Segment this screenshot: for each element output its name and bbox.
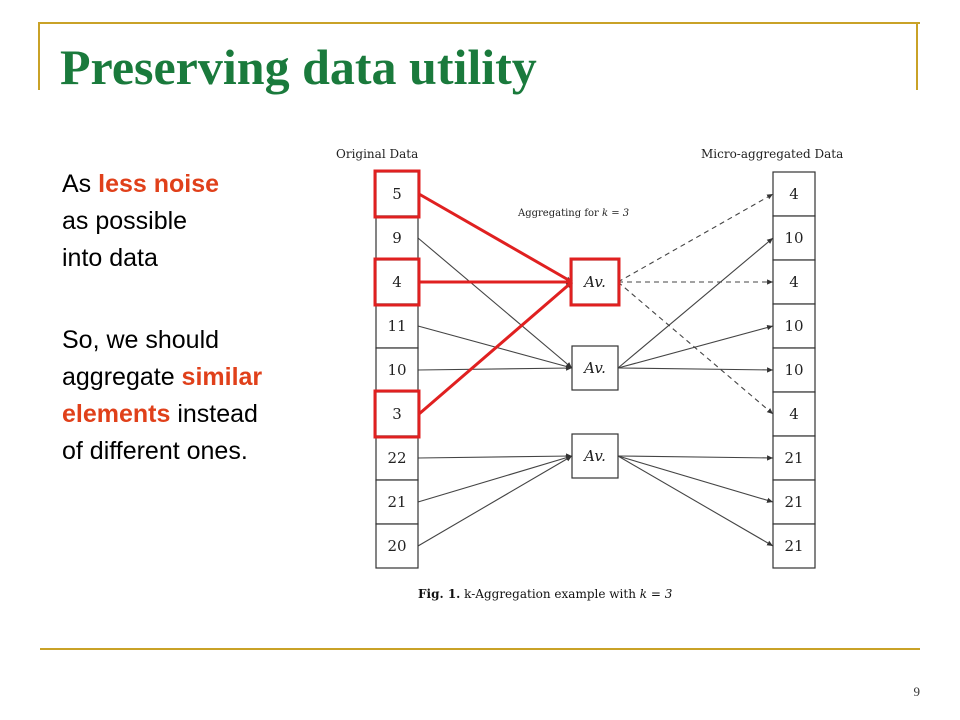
- frame-right-line: [916, 22, 918, 90]
- input-arrow: [417, 237, 573, 369]
- p2-line4: of different ones.: [62, 437, 248, 465]
- original-cell: [375, 259, 419, 305]
- output-arrow: [617, 325, 774, 369]
- original-value: 3: [392, 405, 402, 423]
- aggregated-value: 10: [784, 317, 803, 335]
- original-cell: [375, 303, 419, 349]
- aggregator-box: [571, 345, 619, 391]
- highlight-elements: elements: [62, 400, 171, 428]
- aggregated-cell: [772, 259, 816, 305]
- figure-caption-math: k = 3: [640, 587, 673, 601]
- aggregator-label: Av.: [582, 273, 606, 291]
- original-value: 21: [387, 493, 406, 511]
- frame-top-line: [40, 22, 920, 24]
- aggregated-cell: [772, 347, 816, 393]
- p2-prefix: aggregate: [62, 363, 182, 391]
- aggregated-value: 4: [789, 405, 799, 423]
- slide-title: Preserving data utility: [60, 39, 537, 95]
- p2-line1: So, we should: [62, 326, 220, 354]
- figure-caption-label: Fig. 1.: [418, 587, 460, 601]
- original-value: 10: [387, 361, 406, 379]
- highlight-less-noise: less noise: [98, 170, 220, 198]
- original-value: 5: [392, 185, 402, 203]
- figure-caption-text: k-Aggregation example with: [460, 587, 639, 601]
- aggregated-cell: [772, 391, 816, 437]
- aggregating-note: Aggregating for k = 3: [517, 208, 629, 219]
- original-value: 4: [392, 273, 402, 291]
- paragraph-aggregate-similar: So, we should aggregate similar elements…: [62, 322, 262, 470]
- aggregator-box: [571, 433, 619, 479]
- red-highlight-aggregator: [569, 257, 621, 307]
- frame-bottom-line: [40, 648, 920, 650]
- red-connection-line: [418, 192, 573, 284]
- input-arrow: [417, 455, 573, 547]
- p2-suffix: instead: [170, 400, 258, 428]
- output-arrow: [617, 455, 774, 461]
- aggregated-value: 4: [789, 185, 799, 203]
- aggregated-value: 10: [784, 229, 803, 247]
- red-annotations: [373, 169, 621, 439]
- original-data-label: Original Data: [336, 147, 418, 161]
- p1-line3: into data: [62, 244, 158, 272]
- output-arrow: [617, 237, 774, 369]
- aggregator-label: Av.: [582, 359, 606, 377]
- original-cell: [375, 479, 419, 525]
- aggregator-label: Av.: [582, 447, 606, 465]
- aggregated-data-column: 4 10 4 10 10 4 21 21 21: [772, 171, 816, 569]
- original-cell: [375, 347, 419, 393]
- page-number: 9: [913, 684, 921, 699]
- original-value: 11: [387, 317, 406, 335]
- input-arrow: [417, 365, 573, 371]
- aggregated-value: 21: [784, 493, 803, 511]
- original-value: 20: [387, 537, 406, 555]
- aggregated-cell: [772, 215, 816, 261]
- p2-line3: elements instead: [62, 396, 262, 433]
- aggregating-note-prefix: Aggregating for: [517, 208, 602, 219]
- paragraph-less-noise: As less noise as possible into data: [62, 166, 219, 277]
- aggregated-value: 10: [784, 361, 803, 379]
- output-arrow: [617, 193, 774, 283]
- aggregated-value: 21: [784, 537, 803, 555]
- aggregated-value: 4: [789, 273, 799, 291]
- red-connection-line: [418, 280, 573, 416]
- output-arrow: [617, 455, 774, 503]
- figure-caption: Fig. 1. k-Aggregation example with k = 3: [418, 587, 673, 601]
- original-data-column: 5 9 4 11 10 3 22 21 20: [375, 171, 419, 569]
- original-value: 22: [387, 449, 406, 467]
- p1-prefix: As: [62, 170, 99, 198]
- output-arrow: [617, 455, 774, 547]
- input-arrow: [417, 453, 573, 459]
- aggregated-cell: [772, 303, 816, 349]
- micro-aggregated-data-label: Micro-aggregated Data: [701, 147, 843, 161]
- output-arrow: [617, 281, 774, 415]
- p1-line2: as possible: [62, 207, 188, 235]
- frame-left-line: [38, 22, 40, 90]
- input-arrow: [417, 455, 573, 503]
- p2-line2: aggregate similar: [62, 359, 262, 396]
- output-arrow: [617, 367, 774, 373]
- aggregated-cell: [772, 171, 816, 217]
- highlight-similar: similar: [181, 363, 263, 391]
- aggregated-cell: [772, 435, 816, 481]
- aggregator-boxes: Av. Av. Av.: [571, 259, 619, 479]
- original-cell: [375, 523, 419, 569]
- aggregated-cell: [772, 523, 816, 569]
- aggregated-value: 21: [784, 449, 803, 467]
- aggregating-note-math: k = 3: [602, 208, 629, 219]
- original-value: 9: [392, 229, 402, 247]
- p1-line1: As less noise: [62, 166, 219, 203]
- aggregated-cell: [772, 479, 816, 525]
